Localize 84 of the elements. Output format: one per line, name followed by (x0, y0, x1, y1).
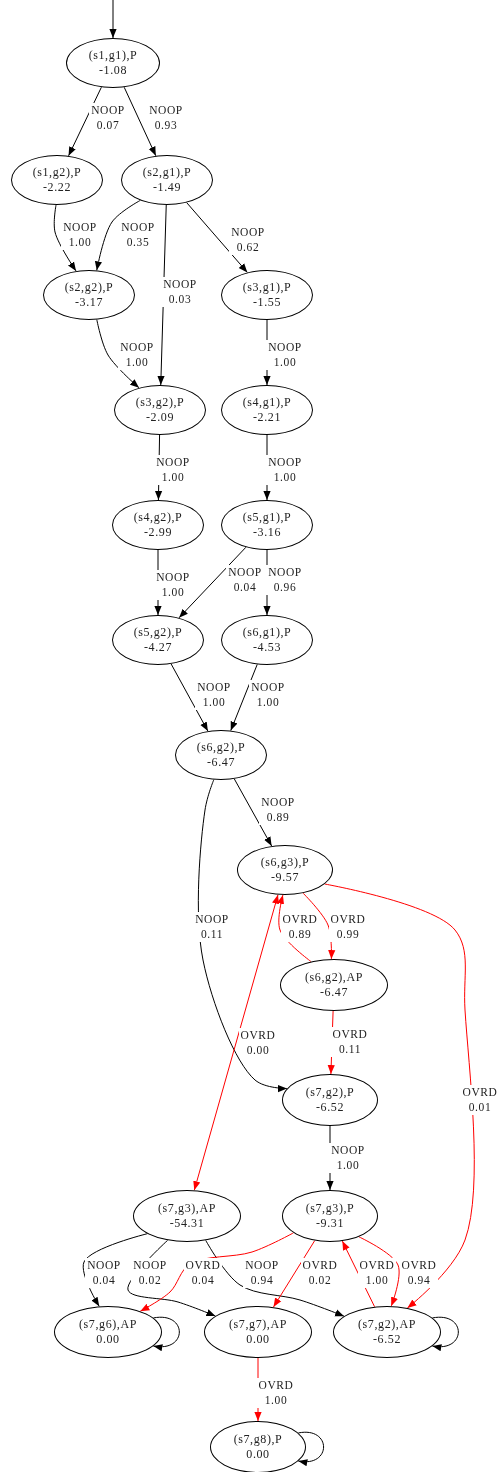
state-label: (s5,g1),P (242, 510, 292, 525)
arrow (170, 663, 209, 732)
edge-label: NOOP 0.62 (229, 225, 267, 255)
edge-label: NOOP 1.00 (154, 570, 192, 600)
value-label: 0.00 (246, 1332, 270, 1347)
edge-label: NOOP 1.00 (195, 680, 233, 710)
edge-label: NOOP 1.00 (266, 455, 304, 485)
state-label: (s6,g1),P (242, 625, 292, 640)
state-label: (s3,g1),P (242, 280, 292, 295)
edge-label: NOOP 1.00 (154, 455, 192, 485)
state-label: (s3,g2),P (135, 395, 185, 410)
state-label: (s7,g3),AP (158, 1201, 216, 1216)
edge-label: NOOP 0.89 (259, 795, 297, 825)
value-label: 0.00 (96, 1332, 120, 1347)
state-label: (s6,g3),P (260, 855, 310, 870)
edge-label: OVRD 1.00 (257, 1378, 295, 1408)
arrow (358, 1236, 400, 1307)
state-label: (s1,g1),P (88, 48, 138, 63)
arrow (53, 204, 77, 272)
value-label: -54.31 (169, 1216, 205, 1231)
arrow (94, 199, 141, 271)
state-label: (s4,g2),P (133, 510, 183, 525)
arrow (186, 202, 248, 273)
value-label: -4.27 (144, 640, 172, 655)
edge-label: NOOP 0.11 (193, 912, 231, 942)
arrow (109, 0, 117, 39)
value-label: -4.53 (253, 640, 281, 655)
arrow (233, 778, 273, 847)
value-label: -3.16 (253, 525, 281, 540)
self-loop-arrow (297, 1431, 325, 1466)
arrow (123, 86, 157, 157)
state-label: (s1,g2),P (32, 165, 82, 180)
state-label: (s2,g2),P (64, 280, 114, 295)
edge-label: NOOP 0.94 (243, 1258, 281, 1288)
arrow (193, 894, 279, 1191)
state-label: (s6,g2),P (196, 740, 246, 755)
value-label: -6.47 (320, 985, 348, 1000)
edge-label: OVRD 1.00 (358, 1258, 396, 1288)
arrow (230, 663, 258, 732)
value-label: -1.49 (153, 180, 181, 195)
value-label: -2.22 (43, 180, 71, 195)
value-label: -2.99 (144, 525, 172, 540)
edge-label: OVRD 0.11 (331, 1027, 369, 1057)
state-label: (s6,g2),AP (305, 970, 363, 985)
edge-label: NOOP 0.03 (161, 277, 199, 307)
state-label: (s7,g8),P (233, 1432, 283, 1447)
state-label: (s7,g2),AP (358, 1317, 416, 1332)
arrow (205, 1239, 345, 1317)
state-label: (s7,g2),P (305, 1085, 355, 1100)
self-loop-arrow (152, 1316, 180, 1351)
edge-label: NOOP 1.00 (61, 220, 99, 250)
arrow (272, 1240, 316, 1308)
state-label: (s2,g1),P (142, 165, 192, 180)
self-loop-arrow (431, 1316, 459, 1351)
state-label: (s7,g6),AP (79, 1317, 137, 1332)
arrow (324, 883, 475, 1309)
value-label: 0.00 (246, 1447, 270, 1462)
arrow (197, 779, 288, 1093)
edge-label: OVRD 0.94 (400, 1258, 438, 1288)
edge-label: OVRD 0.01 (461, 1085, 499, 1115)
state-label: (s7,g7),AP (229, 1317, 287, 1332)
edge-label: OVRD 0.89 (281, 912, 319, 942)
value-label: -3.17 (75, 295, 103, 310)
edge-label: NOOP 0.96 (266, 565, 304, 595)
edge-label: OVRD 0.99 (329, 912, 367, 942)
edge-label: NOOP 1.00 (118, 340, 156, 370)
arrow (82, 1233, 148, 1307)
edge-label: NOOP 1.00 (329, 1143, 367, 1173)
value-label: -6.52 (373, 1332, 401, 1347)
value-label: -6.47 (207, 755, 235, 770)
value-label: -9.57 (271, 870, 299, 885)
edge-label: NOOP 1.00 (266, 340, 304, 370)
edge-label: NOOP 0.04 (85, 1258, 123, 1288)
state-label: (s4,g1),P (242, 395, 292, 410)
arrow (96, 319, 140, 389)
value-label: -1.08 (99, 63, 127, 78)
state-label: (s5,g2),P (133, 625, 183, 640)
value-label: -6.52 (316, 1100, 344, 1115)
arrow (178, 546, 247, 619)
state-label: (s7,g3),P (305, 1201, 355, 1216)
value-label: -9.31 (316, 1216, 344, 1231)
value-label: -2.21 (253, 410, 281, 425)
value-label: -2.09 (146, 410, 174, 425)
value-label: -1.55 (253, 295, 281, 310)
